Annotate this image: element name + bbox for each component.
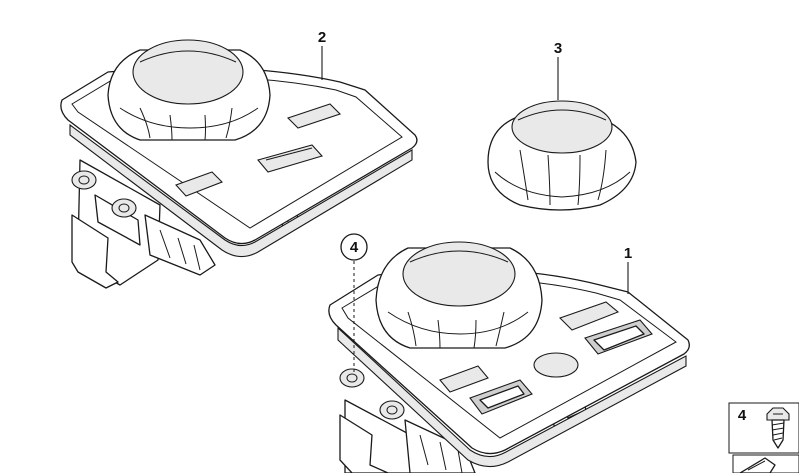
callout-1: 1	[624, 245, 632, 262]
legend-callout-4: 4	[738, 407, 747, 424]
callout-3: 3	[554, 40, 562, 57]
controller-assembly-2	[60, 39, 418, 289]
controller-assembly-1	[328, 241, 690, 473]
callout-4: 4	[350, 239, 359, 256]
callout-circle-4	[340, 233, 368, 261]
knob-part-3	[487, 100, 637, 211]
callout-2: 2	[318, 29, 326, 46]
screw-part-4-legend	[728, 402, 799, 473]
